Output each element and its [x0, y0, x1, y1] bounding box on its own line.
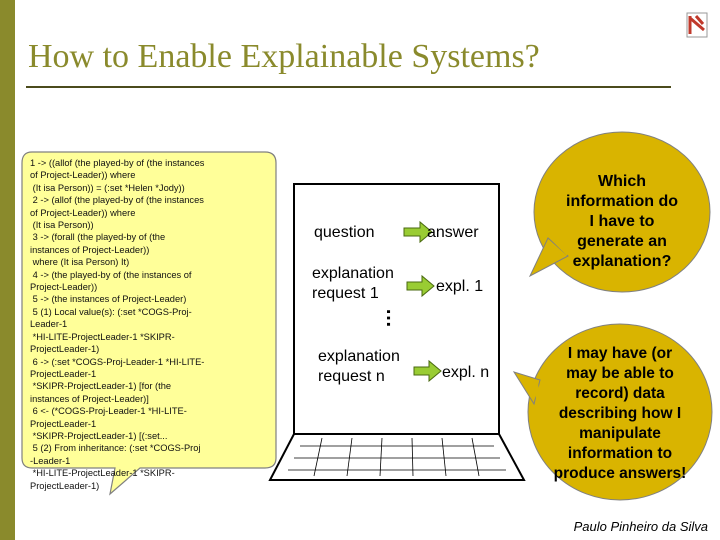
- trace-line: of Project-Leader)) where: [30, 170, 136, 181]
- trace-line: Project-Leader)): [30, 282, 98, 293]
- trace-line: ProjectLeader-1): [30, 480, 100, 491]
- bubble-line: I may have (or: [567, 345, 673, 362]
- expl-n-label: expl. n: [442, 364, 490, 381]
- question-bubble-text: Which information do I have to generate an e…: [548, 172, 696, 272]
- trace-line: ProjectLeader-1): [30, 344, 100, 355]
- bubble-line: explanation?: [572, 253, 672, 270]
- trace-line: *SKIPR-ProjectLeader-1) [(:set...: [30, 430, 168, 441]
- trace-line: 6 -> (:set *COGS-Proj-Leader-1 *HI-LITE-: [30, 356, 205, 367]
- bubble-line: Which: [598, 173, 646, 190]
- trace-line: -Leader-1: [30, 455, 71, 466]
- bubble-line: record) data: [575, 385, 665, 402]
- title-underline: [26, 86, 671, 88]
- explanation-request-n-line1: explanation: [318, 348, 400, 365]
- trace-line: Leader-1: [30, 319, 68, 330]
- trace-line: *SKIPR-ProjectLeader-1) [for (the: [30, 381, 172, 392]
- ellipsis-dots: …: [382, 308, 404, 328]
- trace-callout: [20, 150, 278, 496]
- institution-logo-icon: [686, 12, 708, 38]
- trace-line: where (It isa Person) It): [30, 257, 130, 268]
- trace-line: 5 -> (the instances of Project-Leader): [30, 294, 187, 305]
- explanation-request-1-line1: explanation: [312, 265, 394, 282]
- slide-sidebar-bar: [0, 0, 15, 540]
- trace-line: (It isa Person)): [30, 220, 94, 231]
- request1-arrow-icon: [406, 274, 435, 298]
- bubble-line: generate an: [577, 233, 667, 250]
- requestn-arrow-icon: [413, 359, 442, 383]
- bubble-line: I have to: [589, 213, 655, 230]
- question-bubble: Which information do I have to generate an e…: [528, 128, 714, 296]
- laptop-illustration: question answer explanation request 1 ex…: [262, 180, 532, 530]
- trace-line: instances of Project-Leader)]: [30, 393, 149, 404]
- trace-line: of Project-Leader)) where: [30, 207, 136, 218]
- answer-bubble: I may have (or may be able to record) data…: [512, 320, 716, 502]
- trace-line: 3 -> (forall (the played-by of (the: [30, 232, 166, 243]
- trace-line: 1 -> ((allof (the played-by of (the inst…: [30, 158, 205, 168]
- trace-line: 2 -> (allof (the played-by of (the insta…: [30, 195, 204, 206]
- author-credit: Paulo Pinheiro da Silva: [573, 519, 708, 534]
- answer-label: answer: [427, 224, 479, 241]
- bubble-line: information to: [567, 445, 673, 462]
- explanation-request-1-line2: request 1: [312, 285, 379, 302]
- question-arrow-icon: [403, 220, 433, 244]
- trace-line: 5 (1) Local value(s): (:set *COGS-Proj-: [30, 306, 192, 317]
- slide-title: How to Enable Explainable Systems?: [28, 38, 540, 75]
- trace-line: *HI-LITE-ProjectLeader-1 *SKIPR-: [30, 331, 175, 342]
- expl-1-label: expl. 1: [436, 278, 484, 295]
- bubble-line: information do: [566, 193, 678, 210]
- trace-line: ProjectLeader-1: [30, 418, 97, 429]
- question-label: question: [314, 224, 375, 241]
- explanation-request-n-line2: request n: [318, 368, 385, 385]
- trace-line: 6 <- (*COGS-Proj-Leader-1 *HI-LITE-: [30, 406, 187, 417]
- trace-line: (It isa Person)) = (:set *Helen *Jody)): [30, 182, 185, 193]
- bubble-line: may be able to: [566, 365, 674, 382]
- trace-line: 5 (2) From inheritance: (:set *COGS-Proj: [30, 443, 201, 454]
- bubble-line: produce answers!: [553, 465, 687, 482]
- trace-line: ProjectLeader-1: [30, 368, 97, 379]
- trace-line: *HI-LITE-ProjectLeader-1 *SKIPR-: [30, 468, 175, 479]
- bubble-line: manipulate: [579, 425, 661, 442]
- bubble-line: describing how I: [558, 405, 682, 422]
- answer-bubble-text: I may have (or may be able to record) data…: [536, 344, 704, 484]
- trace-text: 1 -> ((allof (the played-by of (the inst…: [30, 157, 262, 492]
- trace-line: instances of Project-Leader)): [30, 244, 150, 255]
- trace-line: 4 -> (the played-by of (the instances of: [30, 269, 192, 280]
